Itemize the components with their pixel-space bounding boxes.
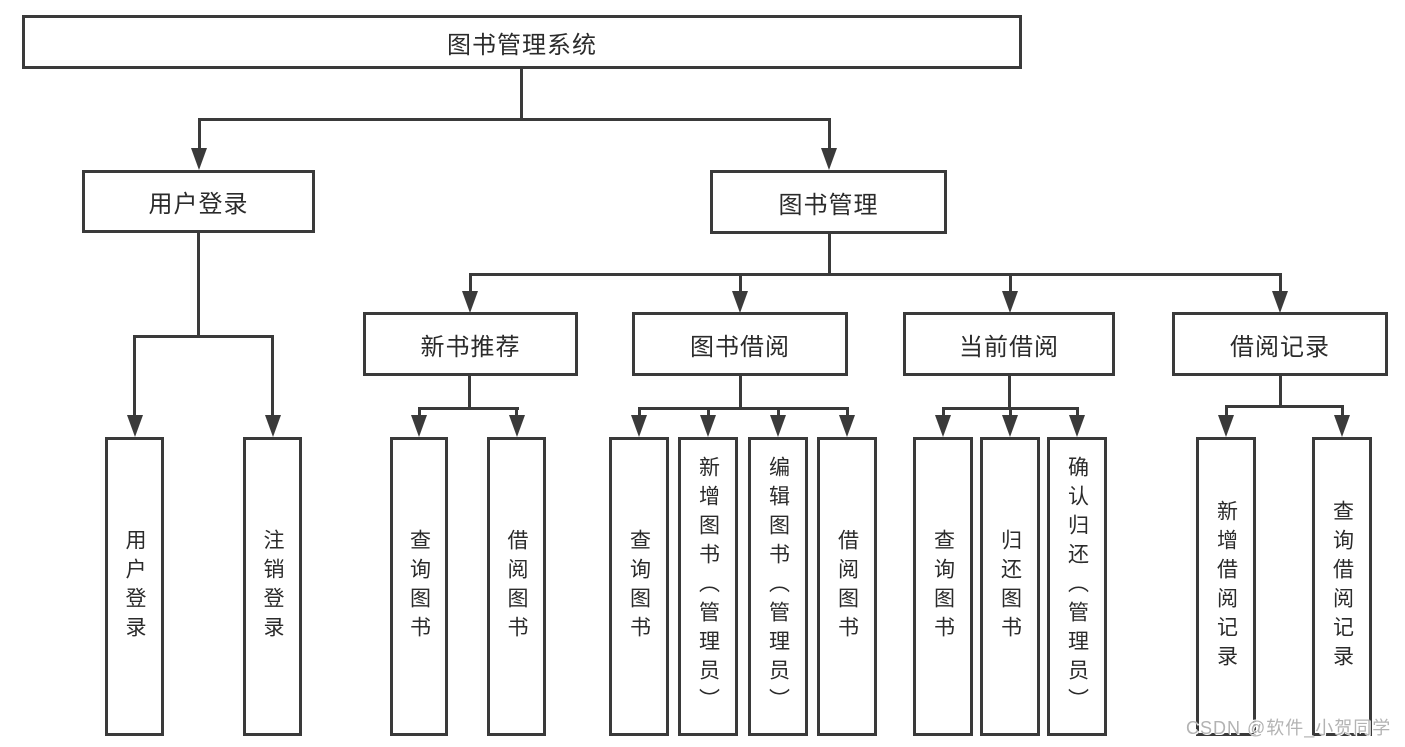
node-new-book-recommendation: 新书推荐	[363, 312, 578, 376]
arrow-down-icon	[1002, 407, 1018, 437]
node-borrowing-records-label: 借阅记录	[1230, 333, 1330, 361]
connector-stem-user-login	[197, 233, 200, 338]
node-book-management-label: 图书管理	[778, 191, 879, 219]
arrow-down-icon	[126, 335, 143, 437]
connector-rail-book-management	[468, 273, 1282, 276]
leaf-borrow-book: 借阅图书	[817, 437, 877, 736]
leaf-query-borrow-record-label: 查询借阅记录	[1330, 499, 1354, 674]
leaf-borrow-book-label: 借阅图书	[835, 528, 859, 645]
arrow-down-icon	[700, 407, 716, 437]
leaf-query-book-current: 查询图书	[913, 437, 973, 736]
node-current-borrowing-label: 当前借阅	[959, 333, 1059, 361]
leaf-borrow-book-recommend: 借阅图书	[487, 437, 546, 736]
connector-rail-root	[197, 118, 831, 121]
connector-rail-borrowing-records	[1224, 405, 1344, 408]
node-borrowing-records: 借阅记录	[1172, 312, 1388, 376]
leaf-query-book-recommend-label: 查询图书	[407, 528, 431, 645]
arrow-down-icon	[821, 118, 837, 170]
leaf-logout: 注销登录	[243, 437, 302, 736]
node-user-login-label: 用户登录	[148, 191, 249, 218]
leaf-return-book-label: 归还图书	[998, 528, 1022, 645]
arrow-down-icon	[1002, 273, 1018, 313]
csdn-watermark: CSDN @软件_小贺同学	[1186, 718, 1392, 738]
arrow-down-icon	[191, 118, 207, 170]
leaf-borrow-book-recommend-label: 借阅图书	[505, 528, 528, 645]
connector-stem-new-book-recommendation	[468, 376, 471, 410]
arrow-down-icon	[1334, 405, 1350, 437]
leaf-logout-label: 注销登录	[261, 528, 284, 645]
arrow-down-icon	[1069, 407, 1085, 437]
leaf-edit-book-admin: 编辑图书（管理员）	[748, 437, 808, 736]
node-user-login: 用户登录	[82, 170, 315, 233]
node-book-borrowing-label: 图书借阅	[690, 333, 790, 361]
arrow-down-icon	[508, 407, 525, 437]
connector-rail-new-book-recommendation	[417, 407, 519, 410]
connector-rail-user-login	[133, 335, 274, 338]
leaf-user-login: 用户登录	[105, 437, 164, 736]
leaf-confirm-return-admin: 确认归还（管理员）	[1047, 437, 1107, 736]
connector-stem-book-management	[827, 234, 831, 276]
leaf-query-book-borrowing-label: 查询图书	[627, 528, 651, 645]
node-root-label: 图书管理系统	[447, 31, 597, 59]
arrow-down-icon	[839, 407, 855, 437]
connector-stem-root	[519, 69, 523, 121]
leaf-add-borrow-record: 新增借阅记录	[1196, 437, 1256, 736]
leaf-confirm-return-admin-label: 确认归还（管理员）	[1065, 456, 1089, 717]
node-current-borrowing: 当前借阅	[903, 312, 1115, 376]
leaf-query-book-borrowing: 查询图书	[609, 437, 669, 736]
leaf-add-book-admin: 新增图书（管理员）	[678, 437, 738, 736]
arrow-down-icon	[1218, 405, 1234, 437]
leaf-edit-book-admin-label: 编辑图书（管理员）	[766, 456, 790, 717]
connector-rail-book-borrowing	[637, 407, 849, 410]
arrow-down-icon	[935, 407, 951, 437]
arrow-down-icon	[411, 407, 427, 437]
leaf-user-login-label: 用户登录	[123, 528, 146, 645]
leaf-query-borrow-record: 查询借阅记录	[1312, 437, 1372, 736]
connector-stem-borrowing-records	[1278, 376, 1282, 408]
connector-stem-book-borrowing	[738, 376, 742, 410]
node-book-borrowing: 图书借阅	[632, 312, 848, 376]
connector-stem-current-borrowing	[1007, 376, 1011, 410]
arrow-down-icon	[1272, 273, 1288, 313]
leaf-add-borrow-record-label: 新增借阅记录	[1214, 499, 1238, 674]
arrow-down-icon	[770, 407, 786, 437]
node-new-book-recommendation-label: 新书推荐	[420, 333, 521, 361]
leaf-return-book: 归还图书	[980, 437, 1040, 736]
node-root: 图书管理系统	[22, 15, 1022, 69]
leaf-query-book-current-label: 查询图书	[931, 528, 955, 645]
leaf-add-book-admin-label: 新增图书（管理员）	[696, 456, 720, 717]
leaf-query-book-recommend: 查询图书	[390, 437, 448, 736]
arrow-down-icon	[264, 335, 281, 437]
arrow-down-icon	[462, 273, 478, 313]
arrow-down-icon	[631, 407, 647, 437]
node-book-management: 图书管理	[710, 170, 947, 234]
arrow-down-icon	[732, 273, 748, 313]
